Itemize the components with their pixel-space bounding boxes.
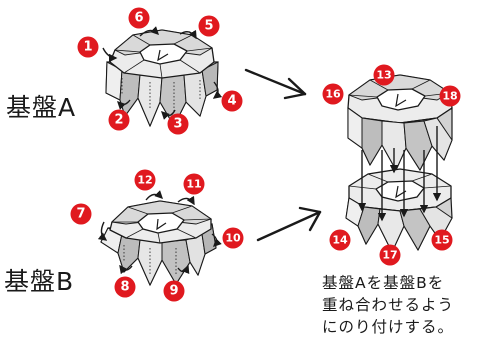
curved-arrow-icon	[161, 109, 176, 120]
caption-line-2: 重ね合わせるよう	[322, 296, 455, 314]
svg-text:18: 18	[442, 90, 457, 103]
step-badge-12: 12	[134, 169, 156, 191]
svg-text:7: 7	[76, 207, 85, 222]
svg-text:12: 12	[137, 174, 152, 187]
right-arrow-icon	[256, 206, 322, 242]
svg-text:10: 10	[225, 232, 241, 245]
step-badge-13: 13	[373, 64, 395, 86]
svg-text:16: 16	[325, 88, 341, 101]
svg-text:11: 11	[186, 178, 201, 191]
board-a-label: 基盤A	[6, 93, 77, 122]
svg-text:15: 15	[434, 234, 449, 247]
board-a-step-badges: 1 6 5 4 3 2	[77, 7, 243, 135]
transition-arrows	[244, 68, 322, 242]
step-badge-8: 8	[114, 276, 136, 298]
curved-arrow-icon	[177, 264, 190, 275]
assembled-step-badges: 16 13 18 14 17 15	[322, 64, 461, 266]
step-badge-7: 7	[70, 203, 92, 225]
svg-text:9: 9	[169, 284, 178, 299]
svg-text:14: 14	[332, 234, 348, 247]
assembled-figure	[345, 74, 453, 254]
curved-arrow-icon	[212, 81, 223, 99]
curved-arrow-icon	[119, 264, 133, 275]
caption-line-1: 基盤Aを基盤Bを	[322, 274, 445, 292]
step-badge-17: 17	[379, 244, 401, 266]
curved-arrow-icon	[117, 99, 131, 110]
svg-text:4: 4	[227, 94, 236, 109]
step-badge-9: 9	[163, 280, 185, 302]
board-b-step-badges: 7 12 11 10 8 9	[70, 169, 244, 302]
board-b-label: 基盤B	[4, 267, 75, 296]
curved-arrow-icon	[145, 190, 163, 201]
right-arrow-icon	[244, 68, 307, 100]
step-badge-1: 1	[77, 36, 99, 58]
step-badge-15: 15	[431, 229, 453, 251]
svg-text:2: 2	[114, 113, 123, 128]
curved-arrow-icon	[211, 233, 222, 247]
svg-text:17: 17	[382, 249, 397, 262]
curved-arrow-icon	[139, 26, 159, 37]
instruction-caption: 基盤Aを基盤Bを 重ね合わせるよう にのり付けする。	[322, 272, 492, 338]
curved-arrow-icon	[179, 29, 197, 40]
step-badge-3: 3	[167, 113, 189, 135]
step-badge-10: 10	[222, 227, 244, 249]
step-badge-4: 4	[221, 90, 243, 112]
curved-arrow-icon	[102, 47, 118, 63]
step-badge-16: 16	[322, 83, 344, 105]
curved-arrow-icon	[97, 221, 108, 241]
board-b-fold-arrows	[97, 190, 222, 275]
svg-text:3: 3	[173, 117, 182, 132]
svg-text:5: 5	[204, 19, 213, 34]
step-badge-2: 2	[108, 109, 130, 131]
step-badge-14: 14	[329, 229, 351, 251]
svg-text:8: 8	[120, 280, 129, 295]
svg-text:6: 6	[134, 11, 143, 26]
curved-arrow-icon	[177, 195, 195, 206]
step-badge-5: 5	[198, 15, 220, 37]
step-badge-11: 11	[183, 173, 205, 195]
board-a-figure	[105, 29, 219, 128]
svg-text:1: 1	[83, 40, 92, 55]
step-badge-6: 6	[128, 7, 150, 29]
board-b-figure	[100, 200, 217, 287]
assembly-down-arrows	[357, 126, 442, 222]
step-badge-18: 18	[439, 85, 461, 107]
svg-text:13: 13	[376, 69, 391, 82]
caption-line-3: にのり付けする。	[322, 318, 455, 336]
board-a-fold-arrows	[102, 26, 223, 120]
